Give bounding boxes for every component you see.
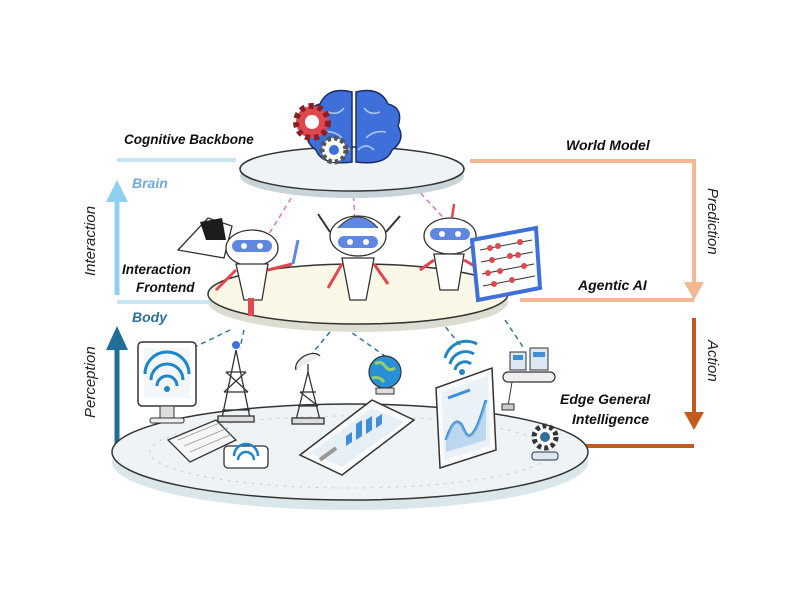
abacus-icon [469, 225, 543, 303]
interaction-arrow [106, 180, 128, 295]
satellite-dish-icon [291, 352, 325, 425]
tablet-chart-icon [435, 366, 497, 470]
prediction-arrow [470, 159, 704, 302]
world-model-label: World Model [566, 137, 651, 153]
monitor-wifi-icon [137, 341, 197, 424]
body-tag: Body [132, 309, 168, 325]
interaction-frontend-label-line1: Interaction [122, 262, 191, 277]
robot-icon [176, 203, 479, 316]
gear-icon [293, 103, 349, 165]
prediction-arrow-label: Prediction [704, 188, 721, 255]
perception-arrow-label: Perception [82, 346, 99, 418]
smartphone-chart-icon [298, 399, 416, 476]
edge-general-intelligence-line1: Edge General [560, 391, 651, 407]
edge-general-intelligence-line2: Intelligence [572, 411, 649, 427]
action-arrow-label: Action [704, 339, 721, 382]
agentic-ai-label: Agentic AI [577, 277, 648, 293]
conveyor-icon [501, 347, 556, 411]
interaction-frontend-label-line2: Frontend [136, 280, 195, 295]
perception-arrow [106, 326, 128, 455]
gear-stack-icon [531, 423, 559, 461]
keyboard-icon [166, 419, 238, 463]
wifi-icon [443, 339, 478, 375]
cognitive-backbone-label: Cognitive Backbone [124, 132, 254, 147]
tower-icon [217, 341, 255, 423]
top-plate [239, 146, 465, 198]
interaction-arrow-label: Interaction [82, 206, 99, 276]
globe-icon [368, 355, 402, 395]
brain-tag: Brain [132, 175, 168, 191]
router-icon [223, 442, 269, 469]
